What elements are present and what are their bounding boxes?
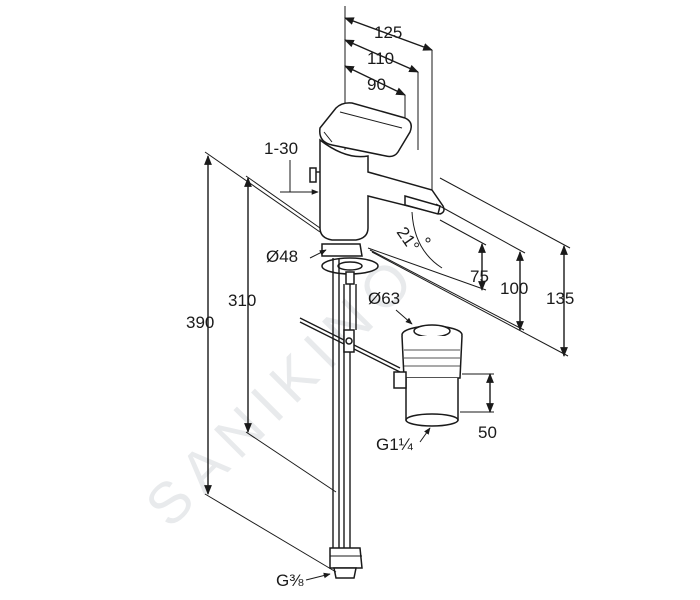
dim-125: 125 xyxy=(374,23,402,42)
dim-d63: Ø63 xyxy=(368,289,400,308)
dim-135: 135 xyxy=(546,289,574,308)
left-dimensions xyxy=(204,151,337,573)
dim-g114: G1¼ xyxy=(376,435,414,454)
waste-valve xyxy=(393,324,463,427)
dim-50: 50 xyxy=(478,423,497,442)
dim-390: 390 xyxy=(186,313,214,332)
dim-angle: 21° xyxy=(393,223,423,255)
dim-75: 75 xyxy=(470,267,489,286)
dim-310: 310 xyxy=(228,291,256,310)
dim-g38: G⅜ xyxy=(276,571,304,590)
dim-110: 110 xyxy=(367,49,394,68)
right-dimensions xyxy=(367,177,571,357)
dim-1-30: 1-30 xyxy=(264,139,298,158)
dim-d48: Ø48 xyxy=(266,247,298,266)
faucet-body xyxy=(309,102,445,579)
popup-rod xyxy=(299,317,401,373)
dim-100: 100 xyxy=(500,279,528,298)
dim-90: 90 xyxy=(367,75,386,94)
watermark: SANIKINO xyxy=(133,241,432,540)
